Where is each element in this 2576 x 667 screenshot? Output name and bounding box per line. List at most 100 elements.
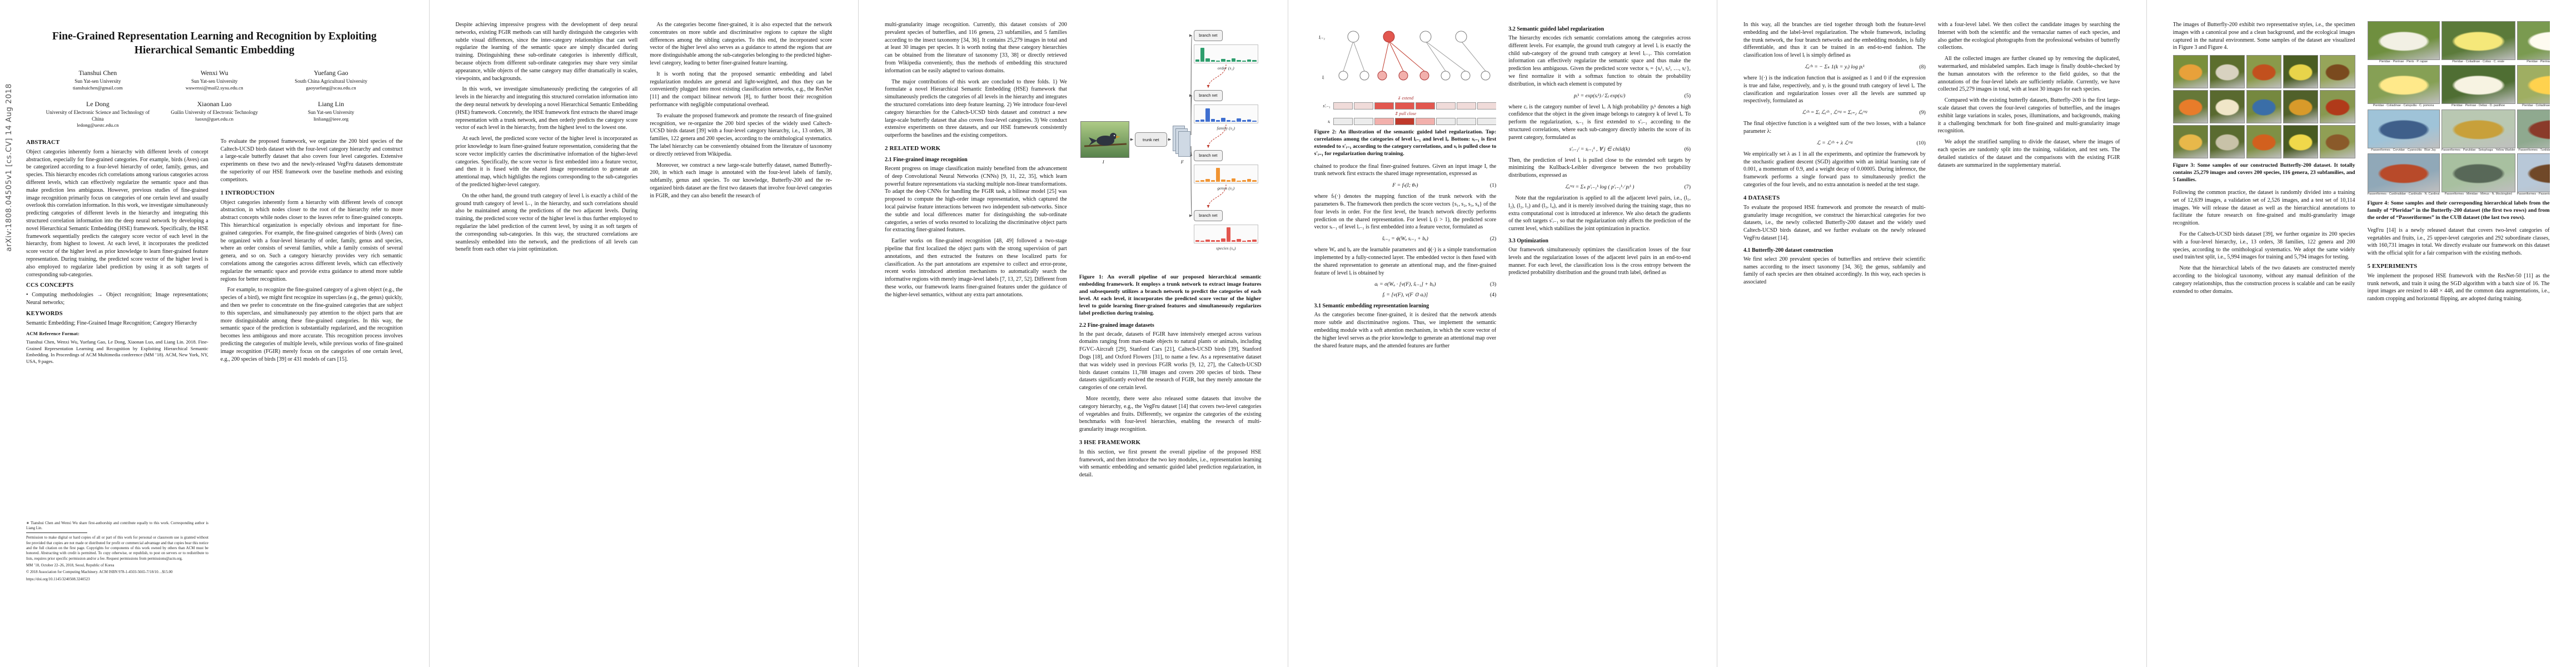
equation-number: (1)	[1489, 182, 1497, 189]
body-paragraph: All the collected images are further cle…	[1937, 56, 2120, 93]
score-cell	[1477, 118, 1497, 125]
author-affiliation: Guilin University of Electronic Technolo…	[171, 109, 258, 116]
body-paragraph: Note that the regularization is applied …	[1508, 195, 1691, 232]
page-3: multi-granularity image recognition. Cur…	[859, 0, 1288, 667]
equation: ℒᵢʳᵉᵍ = Σₖ p′ᵢ₋₁ᵏ log ( p′ᵢ₋₁ᵏ ∕ pᵢᵏ )(7…	[1508, 184, 1691, 190]
author-affiliation: Sun Yat-sen University	[191, 78, 238, 84]
body-paragraph: where 1(·) is the indication function th…	[1743, 74, 1926, 104]
sample-hierarchical-label: Pieridae · Coliadinae · Catopsilia · C. …	[2373, 104, 2434, 108]
parent-level-label: lᵢ₋₁	[1319, 34, 1325, 40]
equation-number: (2)	[1489, 236, 1497, 242]
doi-line: https://doi.org/10.1145/3240508.3240523	[26, 577, 90, 581]
score-bar	[1195, 180, 1200, 182]
body-paragraph: For example, to recognize the fine-grain…	[220, 287, 403, 362]
page-5: In this way, all the branches are tied t…	[1717, 0, 2147, 667]
score-bar	[1221, 179, 1225, 182]
score-cell	[1374, 102, 1394, 109]
equation: s′ᵢ₋₁ʲ = sᵢ₋₁ᵏ , ∀ j ∈ child(k)(6)	[1508, 146, 1691, 152]
body-paragraph: Note that the hierarchical labels of the…	[2173, 265, 2355, 295]
score-bar	[1210, 59, 1215, 62]
level-label-family: family (s₂)	[1217, 126, 1235, 131]
level-label-order: order (s₁)	[1217, 66, 1234, 71]
sample-photo	[2209, 125, 2245, 159]
sample-photo	[2320, 55, 2355, 89]
child-level-label: lᵢ	[1322, 74, 1324, 80]
score-bar	[1242, 240, 1247, 242]
figure3-caption: Figure 3: Some samples of our constructe…	[2173, 162, 2355, 183]
page-6: The images of Butterfly-200 exhibit two …	[2146, 0, 2576, 667]
page-2: Despite achieving impressive progress wi…	[429, 0, 859, 667]
extended-score-vector: s′ᵢ₋₁	[1314, 102, 1497, 109]
butterfly-sample-grid	[2173, 55, 2355, 159]
body-paragraph: In this work, we investigate simultaneou…	[455, 86, 638, 131]
author-email: wuwenxi@mail2.sysu.edu.cn	[185, 84, 243, 91]
body-paragraph: The images of Butterfly-200 exhibit two …	[2173, 22, 2355, 51]
sample-photo	[2209, 90, 2245, 124]
score-bars-species	[1193, 225, 1258, 243]
sample-photo	[2320, 90, 2355, 124]
body-paragraph: As the categories become finer-grained, …	[1314, 312, 1497, 349]
sample-photo	[2246, 125, 2282, 159]
score-bar	[1205, 108, 1210, 122]
subsection-heading-datasets: 2.2 Fine-grained image datasets	[1079, 322, 1154, 328]
score-cell	[1394, 118, 1414, 125]
section-heading-introduction: 1 INTRODUCTION	[220, 189, 275, 196]
score-bar	[1242, 180, 1247, 182]
author: Xiaonan Luo Guilin University of Electro…	[156, 100, 273, 129]
author-name: Le Dong	[86, 100, 109, 108]
score-cell	[1415, 102, 1435, 109]
sample-photo	[2173, 125, 2208, 159]
body-paragraph: At each level, the predicted score vecto…	[455, 136, 638, 188]
score-bars-genus	[1193, 165, 1258, 183]
author-affiliation: South China Agricultural University	[295, 78, 367, 84]
equation-formula: ŝᵢ₋₁ = ϕ(Wₑ sᵢ₋₁ + bₑ)	[1382, 236, 1428, 242]
body-paragraph: Object categories inherently form a hier…	[220, 199, 403, 282]
score-bar	[1226, 60, 1231, 62]
body-paragraph: The final objective function is a weight…	[1743, 121, 1926, 135]
score-bar	[1200, 119, 1205, 122]
body-paragraph: chained to produce the final finer-grain…	[1314, 163, 1497, 177]
score-bar	[1252, 180, 1257, 182]
figure2-label-regularization: lᵢ₋₁ lᵢ	[1314, 21, 1497, 125]
score-bar	[1232, 178, 1236, 182]
level-label-genus: genus (s₃)	[1217, 186, 1235, 191]
sample-photo	[2283, 90, 2319, 124]
score-bar	[1226, 180, 1231, 182]
subsection-heading-fgir: 2.1 Fine-grained image recognition	[885, 156, 968, 163]
score-bar	[1232, 120, 1236, 122]
level-label-species: species (s₄)	[1216, 246, 1236, 251]
equation: ℒᵢᶜˡˢ = − Σₖ 1(k = yᵢ) log pᵢᵏ(8)	[1743, 64, 1926, 70]
page-1: arXiv:1808.04505v1 [cs.CV] 14 Aug 2018 F…	[0, 0, 430, 667]
body-paragraph: We adopt the stratified sampling to divi…	[1937, 139, 2120, 168]
feature-map	[1178, 131, 1190, 157]
author-name: Xiaonan Luo	[197, 100, 232, 108]
section-heading-related-work: 2 RELATED WORK	[885, 145, 941, 152]
equation-number: (9)	[1919, 109, 1926, 116]
sample-hierarchical-label: Passeriformes · Passeridae · Passer · Ho…	[2517, 192, 2550, 196]
sample-hierarchical-label: Passeriformes · Mimidae · Mimus · N. Moc…	[2444, 192, 2512, 196]
author-email: tianshuichen@gmail.com	[72, 84, 123, 91]
score-bar	[1242, 120, 1247, 122]
score-bar	[1237, 180, 1241, 182]
author-name: Tianshui Chen	[78, 68, 117, 77]
sample-photo	[2246, 90, 2282, 124]
score-bar	[1232, 58, 1236, 62]
sample-photo: Pieridae · Coliadinae · Catopsilia · C. …	[2367, 65, 2440, 108]
equation-formula: fᵢ = [v(F), v(F ⊙ aᵢ)]	[1382, 292, 1428, 298]
score-bar	[1247, 178, 1252, 182]
sample-photo: Pieridae · Pierinae · Delias · D. pasith…	[2441, 65, 2515, 107]
score-bar	[1242, 60, 1247, 62]
sample-photo: Passeriformes · Parulidae · Setophaga · …	[2441, 109, 2515, 152]
equation: ℒ = ℒᶜˡˢ + λ ℒʳᵉᵍ(10)	[1743, 140, 1926, 146]
score-cell	[1333, 118, 1353, 125]
score-bar	[1195, 59, 1200, 62]
branch-net-box: branch net	[1193, 90, 1223, 101]
sample-photo: Passeriformes · Turdidae · Turdus · Amer…	[2517, 109, 2550, 152]
sample-hierarchical-label: Pieridae · Pierinae · Pieris · P. rapae	[2379, 60, 2428, 63]
sample-hierarchical-label: Pieridae · Coliadinae · Colias · C. erat…	[2452, 60, 2504, 63]
equal-contribution-footnote: ∗ Tianshui Chen and Wenxi Wu share first…	[26, 521, 208, 530]
body-paragraph: Despite achieving impressive progress wi…	[455, 22, 638, 82]
score-bar	[1237, 59, 1241, 62]
sample-hierarchical-label: Passeriformes · Turdidae · Turdus · Amer…	[2518, 148, 2549, 152]
abstract-continued: To evaluate the proposed framework, we o…	[220, 138, 403, 183]
